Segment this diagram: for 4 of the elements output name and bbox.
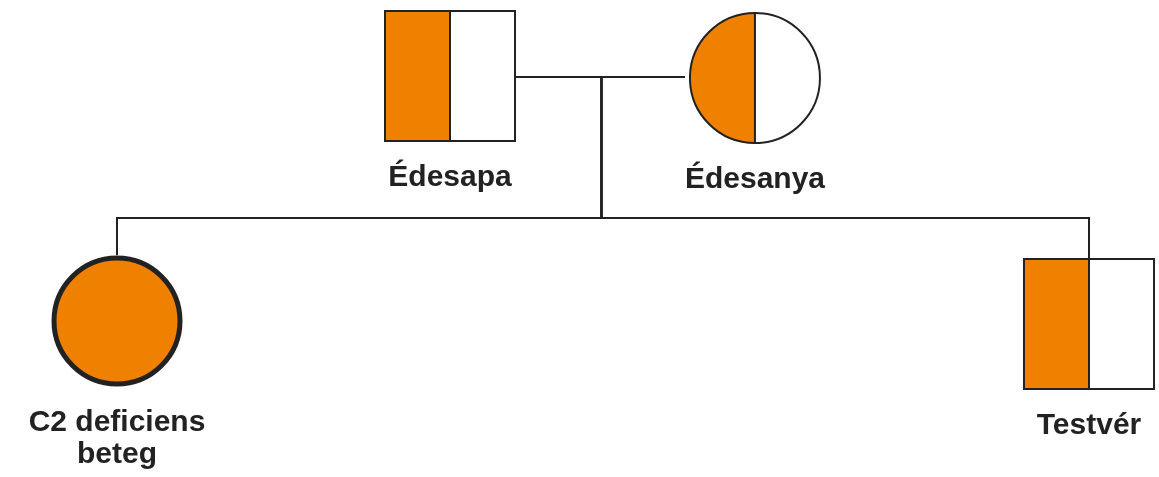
person-label: C2 deficiens beteg [27, 405, 207, 469]
person-label: Testvér [1036, 408, 1142, 440]
person-label: Édesapa [388, 160, 512, 192]
person-label: Édesanya [684, 162, 826, 194]
